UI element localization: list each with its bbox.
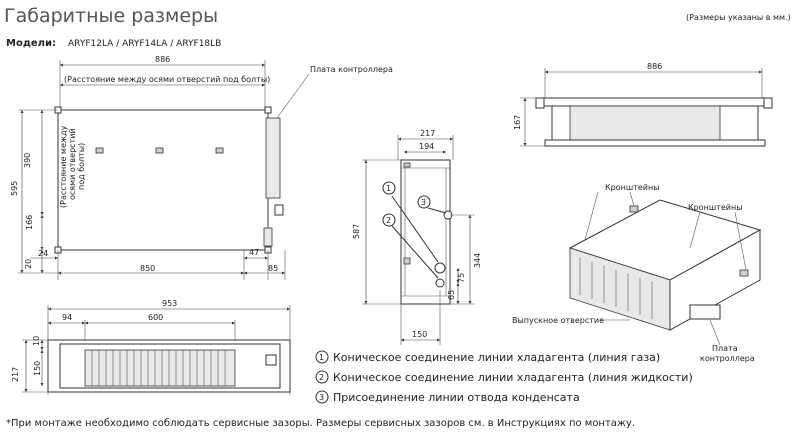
dim-587: 587 xyxy=(352,224,361,239)
legend-text-2: Коническое соединение линии хладагента (… xyxy=(333,371,693,384)
dim-75: 75 xyxy=(457,273,466,283)
dim-217-side: 217 xyxy=(420,129,435,138)
page-title: Габаритные размеры xyxy=(4,5,218,27)
footnote: *При монтаже необходимо соблюдать сервис… xyxy=(6,418,635,429)
controller-plate-label: Плата контроллера xyxy=(310,65,393,74)
dim-194: 194 xyxy=(419,142,434,151)
dim-886-top: 886 xyxy=(155,55,170,64)
vertical-note-3: под болты) xyxy=(77,143,86,190)
dim-390: 390 xyxy=(23,153,32,168)
vertical-note-1: (Расстояние между xyxy=(59,125,68,208)
dim-600: 600 xyxy=(148,313,163,322)
controller-label-line2: контроллера xyxy=(700,354,755,363)
dim-20: 20 xyxy=(24,259,33,269)
iso-grille xyxy=(579,258,653,319)
legend-text-1: Коническое соединение линии хладагента (… xyxy=(333,351,660,364)
outlet-grille xyxy=(91,350,226,386)
vertical-note-2: осями отверстий xyxy=(68,128,77,200)
dim-85: 85 xyxy=(268,264,278,273)
units-note: (Размеры указаны в мм.) xyxy=(686,13,791,22)
dim-166: 166 xyxy=(25,215,34,230)
legend-num-2: 2 xyxy=(319,373,324,382)
dim-595: 595 xyxy=(10,181,19,196)
brackets-right-label: Кронштейны xyxy=(688,203,743,212)
legend-text-3: Присоединение линии отвода конденсата xyxy=(333,391,580,404)
legend-num-1: 1 xyxy=(319,353,324,362)
dim-850: 850 xyxy=(140,264,155,273)
dim-217-front: 217 xyxy=(11,367,20,382)
controller-label-line1: Плата xyxy=(712,344,738,353)
bolt-axis-note: (Расстояние между осями отверстий под бо… xyxy=(64,75,270,84)
dim-886-rear: 886 xyxy=(647,62,662,71)
top-view: 886 (Расстояние между осями отверстий по… xyxy=(10,55,393,280)
legend-num-3: 3 xyxy=(319,393,324,402)
side-view: 217 194 1 2 3 587 344 75 xyxy=(352,129,482,345)
legend: 1 Коническое соединение линии хладагента… xyxy=(315,350,693,404)
dim-150-side: 150 xyxy=(412,330,427,339)
rear-view: 886 167 xyxy=(513,62,773,147)
dim-167: 167 xyxy=(513,115,522,130)
dim-94: 94 xyxy=(62,313,72,322)
outlet-label: Выпускное отверстие xyxy=(512,316,604,325)
dim-10: 10 xyxy=(32,336,41,346)
dim-344: 344 xyxy=(473,253,482,268)
dim-65: 65 xyxy=(447,290,456,300)
models-label: Модели: xyxy=(6,38,56,49)
dim-47: 47 xyxy=(249,248,259,257)
marker-3: 3 xyxy=(421,198,426,207)
brackets-left-label: Кронштейны xyxy=(605,183,660,192)
dim-24: 24 xyxy=(38,249,48,258)
dim-150-front: 150 xyxy=(33,361,42,376)
dim-953: 953 xyxy=(162,299,177,308)
front-view: 953 94 600 xyxy=(11,299,291,395)
marker-2: 2 xyxy=(386,216,391,225)
models-value: ARYF12LA / ARYF14LA / ARYF18LB xyxy=(68,39,221,49)
iso-view: Кронштейны Кронштейны Выпускное отверсти… xyxy=(512,183,762,363)
marker-1: 1 xyxy=(386,184,391,193)
